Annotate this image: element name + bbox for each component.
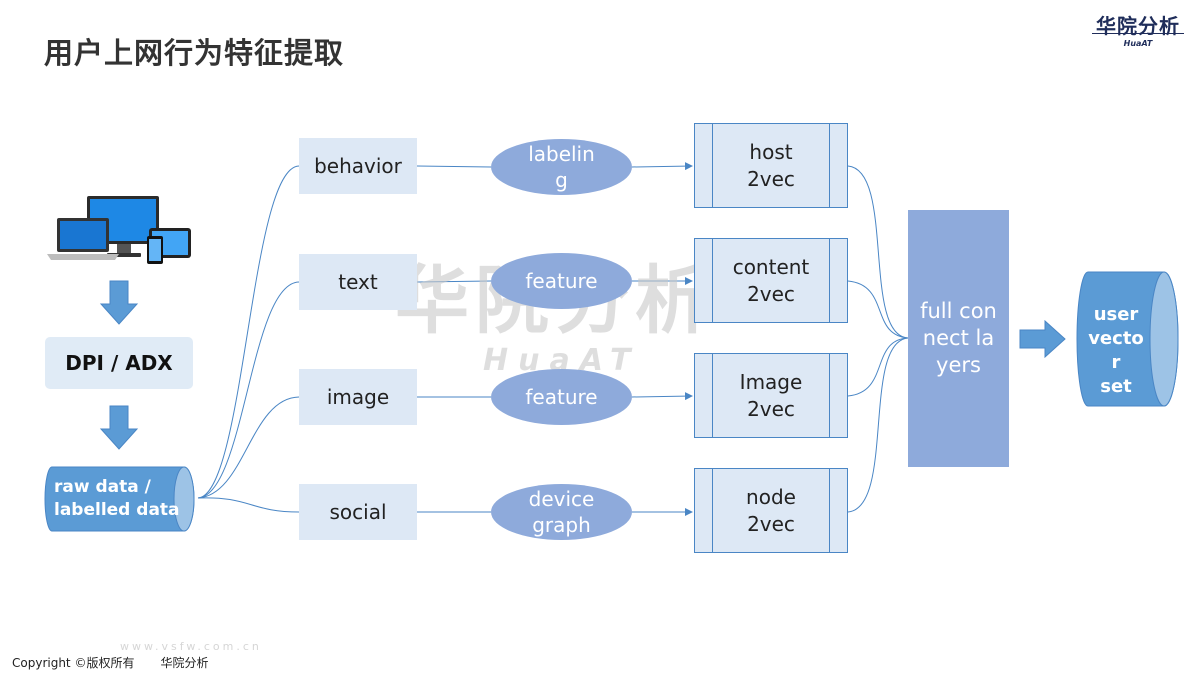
processor-feature-image: feature bbox=[491, 369, 632, 425]
link-vec-fc-1 bbox=[847, 165, 909, 339]
user-vector-set-label: user vecto r set bbox=[1088, 304, 1144, 397]
brand-logo: 华院分析 HuaAT bbox=[1090, 14, 1186, 48]
link-proc-vec-1 bbox=[631, 162, 693, 171]
arrow-right-icon bbox=[1019, 320, 1066, 358]
link-raw-text bbox=[197, 281, 300, 499]
logo-en: HuaAT bbox=[1123, 39, 1153, 48]
link-cat-proc-1 bbox=[416, 165, 492, 168]
link-vec-fc-2 bbox=[847, 280, 909, 339]
page-title: 用户上网行为特征提取 bbox=[44, 36, 345, 70]
processor-device-graph: device graph bbox=[491, 484, 632, 540]
raw-data-cylinder bbox=[44, 466, 195, 532]
dpi-adx-box: DPI / ADX bbox=[45, 337, 193, 389]
user-vector-set-cylinder bbox=[1076, 271, 1179, 407]
arrow-down-icon bbox=[99, 280, 139, 325]
arrow-down-icon bbox=[99, 405, 139, 450]
footer-brand: 华院分析 bbox=[160, 656, 209, 670]
link-raw-image bbox=[197, 396, 300, 499]
vector-node2vec: node 2vec bbox=[694, 468, 848, 553]
processor-feature-text: feature bbox=[491, 253, 632, 309]
vector-host2vec: host 2vec bbox=[694, 123, 848, 208]
link-vec-fc-3 bbox=[847, 337, 909, 397]
raw-data-label: raw data / labelled data bbox=[54, 477, 180, 520]
category-image: image bbox=[299, 369, 417, 425]
devices-icon bbox=[47, 196, 191, 264]
link-raw-behavior bbox=[197, 165, 300, 499]
logo-cn: 华院分析 bbox=[1096, 14, 1180, 38]
vector-image2vec: Image 2vec bbox=[694, 353, 848, 438]
category-text: text bbox=[299, 254, 417, 310]
copyright-text: Copyright ©版权所有 bbox=[12, 656, 135, 670]
category-social: social bbox=[299, 484, 417, 540]
url-watermark: www.vsfw.com.cn bbox=[120, 640, 262, 653]
vector-content2vec: content 2vec bbox=[694, 238, 848, 323]
link-vec-fc-4 bbox=[847, 337, 909, 513]
link-proc-vec-3 bbox=[631, 392, 693, 401]
processor-labeling: labeling bbox=[491, 139, 632, 195]
category-behavior: behavior bbox=[299, 138, 417, 194]
full-connect-layers: full connect layers bbox=[908, 210, 1009, 467]
link-raw-social bbox=[197, 497, 300, 513]
footer: Copyright ©版权所有 华院分析 bbox=[12, 654, 208, 671]
link-cat-proc-2 bbox=[416, 280, 492, 283]
